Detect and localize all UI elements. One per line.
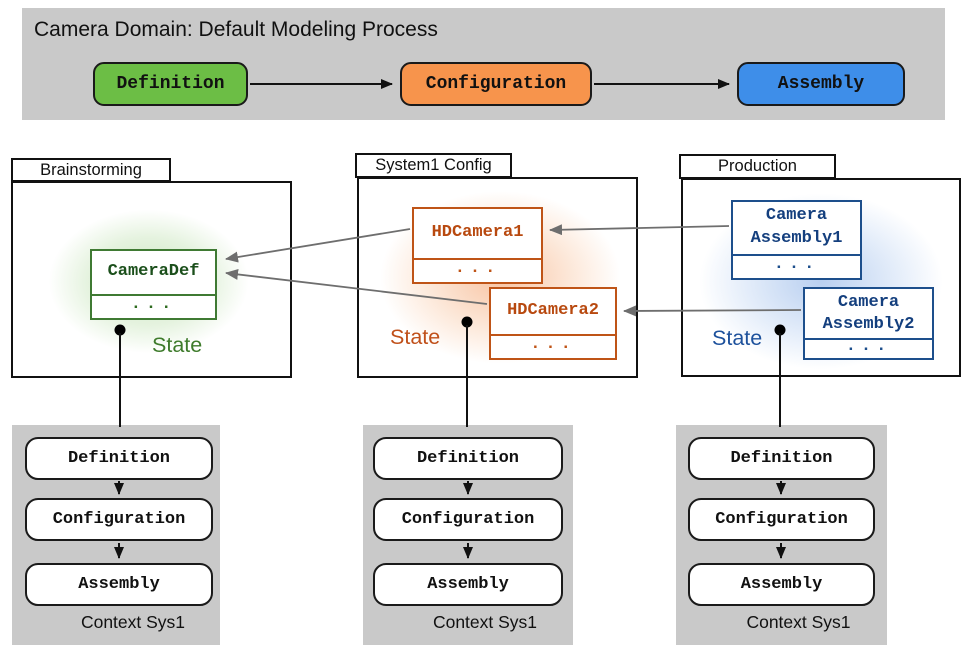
camera-assembly2-title-line1: Camera <box>837 293 900 313</box>
tab-production-label: Production <box>718 157 797 175</box>
ctx1-assembly-pill[interactable]: Assembly <box>25 563 213 606</box>
camera-assembly2-title-line2: Assembly2 <box>822 314 915 334</box>
context-box-2: Definition Configuration Assembly Contex… <box>363 425 573 645</box>
camera-assembly1-box: Camera Assembly1 ... <box>731 200 862 280</box>
ctx2-assembly-label: Assembly <box>427 575 509 594</box>
tab-brainstorming: Brainstorming <box>11 158 171 182</box>
ctx3-assembly-label: Assembly <box>740 575 823 594</box>
ctx2-definition-label: Definition <box>416 449 520 468</box>
stage-configuration-button[interactable]: Configuration <box>400 62 592 106</box>
state-label-orange: State <box>390 325 441 349</box>
camera-assembly1-title-line1: Camera <box>765 206 828 226</box>
ctx3-caption: Context Sys1 <box>746 612 851 632</box>
cameradef-box: CameraDef ... <box>90 249 217 320</box>
hdcamera2-dots: ... <box>491 334 615 358</box>
panel-brainstorming: CameraDef ... State <box>11 181 292 378</box>
hdcamera2-title: HDCamera2 <box>507 301 599 321</box>
process-banner: Camera Domain: Default Modeling Process … <box>22 8 945 120</box>
ctx3-configuration-pill[interactable]: Configuration <box>688 498 875 541</box>
camera-assembly2-box: Camera Assembly2 ... <box>803 287 934 360</box>
hdcamera2-box: HDCamera2 ... <box>489 287 617 360</box>
state-label-green: State <box>152 333 203 357</box>
stage-assembly-label: Assembly <box>777 74 865 94</box>
context-box-1: Definition Configuration Assembly Contex… <box>12 425 220 645</box>
context-box-3: Definition Configuration Assembly Contex… <box>676 425 887 645</box>
stage-assembly-button[interactable]: Assembly <box>737 62 905 106</box>
ctx2-caption: Context Sys1 <box>432 612 538 632</box>
cameradef-dots: ... <box>92 294 215 318</box>
tab-production: Production <box>679 154 836 179</box>
camera-assembly2-dots: ... <box>805 337 932 358</box>
tab-system1-config: System1 Config <box>355 153 512 178</box>
banner-title: Camera Domain: Default Modeling Process <box>34 18 438 41</box>
ctx3-configuration-label: Configuration <box>715 510 848 529</box>
panel-production: Camera Assembly1 ... Camera Assembly2 ..… <box>681 178 961 377</box>
ctx1-definition-pill[interactable]: Definition <box>25 437 213 480</box>
ctx2-definition-pill[interactable]: Definition <box>373 437 563 480</box>
ctx2-configuration-pill[interactable]: Configuration <box>373 498 563 541</box>
ctx2-assembly-pill[interactable]: Assembly <box>373 563 563 606</box>
stage-definition-button[interactable]: Definition <box>93 62 248 106</box>
ctx3-definition-pill[interactable]: Definition <box>688 437 875 480</box>
ctx1-configuration-pill[interactable]: Configuration <box>25 498 213 541</box>
ctx1-caption: Context Sys1 <box>80 612 186 632</box>
tab-system1-config-label: System1 Config <box>375 156 492 174</box>
cameradef-title: CameraDef <box>107 262 200 282</box>
ctx1-definition-label: Definition <box>67 449 171 468</box>
stage-configuration-label: Configuration <box>425 74 567 94</box>
state-label-blue: State <box>712 326 763 350</box>
hdcamera1-title: HDCamera1 <box>431 223 524 243</box>
ctx1-assembly-label: Assembly <box>78 575 160 594</box>
tab-brainstorming-label: Brainstorming <box>40 160 142 179</box>
ctx3-assembly-pill[interactable]: Assembly <box>688 563 875 606</box>
stage-definition-label: Definition <box>116 74 225 94</box>
ctx3-definition-label: Definition <box>730 449 833 468</box>
hdcamera1-dots: ... <box>414 258 541 282</box>
hdcamera1-box: HDCamera1 ... <box>412 207 543 284</box>
ctx1-configuration-label: Configuration <box>52 510 186 529</box>
camera-assembly1-dots: ... <box>733 254 860 278</box>
panel-system1-config: HDCamera1 ... HDCamera2 ... State <box>357 177 638 378</box>
ctx2-configuration-label: Configuration <box>401 510 535 529</box>
camera-assembly1-title-line2: Assembly1 <box>750 229 843 248</box>
